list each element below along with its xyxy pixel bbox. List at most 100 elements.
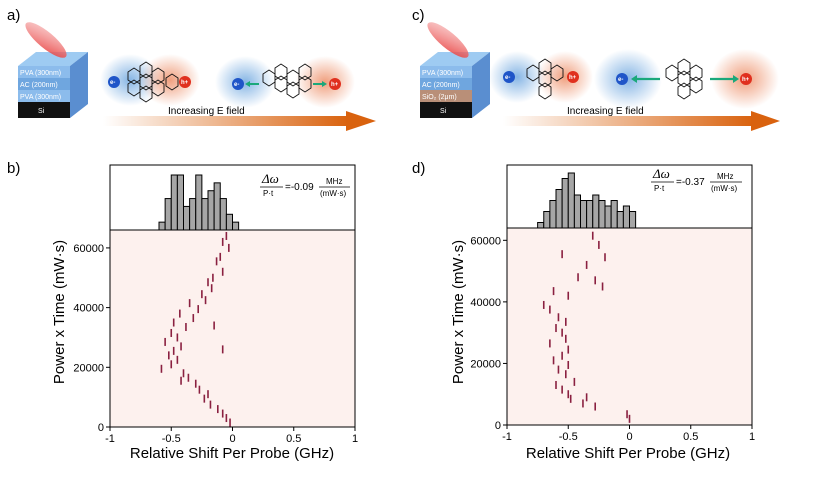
histogram-bar [573,194,581,229]
y-tick-label: 40000 [73,303,104,315]
histogram-bar [219,198,227,231]
equation-numerator: Δω [652,166,670,181]
data-point [225,231,228,240]
data-point [225,414,228,423]
layer-label: AC (200nm) [20,82,58,89]
hole-icon [179,76,191,88]
data-point [591,231,594,240]
x-tick-label: -0.5 [162,433,181,445]
equation-value: =-0.37 [676,177,705,188]
charge-label: h+ [331,82,339,88]
layer-label: PVA (300nm) [422,70,463,77]
schematic-a: PVA (300nm) AC (200nm) PVA (300nm) Si In… [18,22,376,131]
data-point [542,300,545,309]
equation-denominator: P·t [263,189,274,198]
histogram-bar [561,178,569,229]
data-point [204,296,207,305]
laser-beam-icon [427,22,469,58]
histogram-bar [622,205,630,229]
data-point [210,284,213,293]
data-point [221,237,224,246]
x-tick-label: -1 [502,431,512,443]
layer-label: Si [38,108,45,115]
histogram-bar [176,174,184,231]
data-point [176,333,179,342]
field-arrow-c [503,116,753,126]
data-point [172,318,175,327]
data-point [215,257,218,266]
data-point [229,418,231,427]
data-point [598,240,600,249]
data-point [577,273,579,282]
data-point [628,414,631,423]
histogram-bar [543,211,551,229]
data-point [180,376,182,385]
hole-arrowhead-icon [733,75,739,83]
data-point [561,385,563,394]
data-point [567,360,570,369]
histogram-bar [592,194,600,229]
data-point [557,365,560,374]
data-point [221,267,224,276]
x-axis-label-b: Relative Shift Per Probe (GHz) [130,445,334,462]
hole-arrowhead-icon [322,81,327,87]
field-arrow-label-a: Increasing E field [168,106,245,117]
histogram-bar [195,174,203,231]
histogram-bar [629,211,637,229]
data-point [168,351,170,360]
electron-icon [232,78,244,90]
x-tick-label: 0 [626,431,632,443]
data-point [552,356,555,365]
equation-b: Δω P·t =-0.09 MHz (mW·s) [260,171,350,198]
data-point [555,380,557,389]
y-tick-label: 20000 [470,358,501,370]
data-point [203,394,206,403]
data-point [552,287,555,296]
plot-area-b [109,229,356,428]
x-tick-label: -1 [105,433,115,445]
data-point [561,351,563,360]
histogram-bar [598,200,606,229]
equation-unit: (mW·s) [320,189,347,198]
hole-icon [567,71,579,83]
charge-label: e- [110,80,115,86]
panel-label-b: b) [7,160,20,177]
data-point [201,290,203,299]
data-point [585,393,588,402]
field-arrowhead-icon [346,111,376,131]
data-point [557,313,560,322]
data-point [561,328,563,337]
panel-label-c: c) [412,7,425,24]
layer-label: PVA (300nm) [20,94,61,101]
data-point [582,399,584,408]
histogram-bar [189,198,197,231]
scatter-marks-b [160,231,231,427]
data-point [207,390,209,399]
histogram-bar [580,200,588,229]
data-point [219,252,222,261]
x-tick-label: -0.5 [559,431,578,443]
histogram-bar [555,189,563,229]
data-point [170,360,173,369]
data-point [197,305,199,314]
charge-label: h+ [569,75,577,81]
y-tick-label: 0 [98,422,104,434]
equation-d: Δω P·t =-0.37 MHz (mW·s) [651,166,742,193]
data-point [594,276,596,285]
molecule-icon: e- h+ [215,56,355,108]
data-point [198,385,201,394]
layer-label: SiO₂ (2μm) [422,94,457,101]
x-axis-label-d: Relative Shift Per Probe (GHz) [526,445,730,462]
data-point [170,328,173,337]
data-point [549,305,551,314]
data-point [567,291,570,300]
equation-unit: (mW·s) [711,184,738,193]
data-point [569,394,572,403]
x-tick-label: 0.5 [286,433,301,445]
molecule-icon: e- h+ [594,49,779,109]
device-stack-c: PVA (300nm) AC (200nm) SiO₂ (2μm) Si [420,52,490,118]
histogram-bar [225,213,233,231]
